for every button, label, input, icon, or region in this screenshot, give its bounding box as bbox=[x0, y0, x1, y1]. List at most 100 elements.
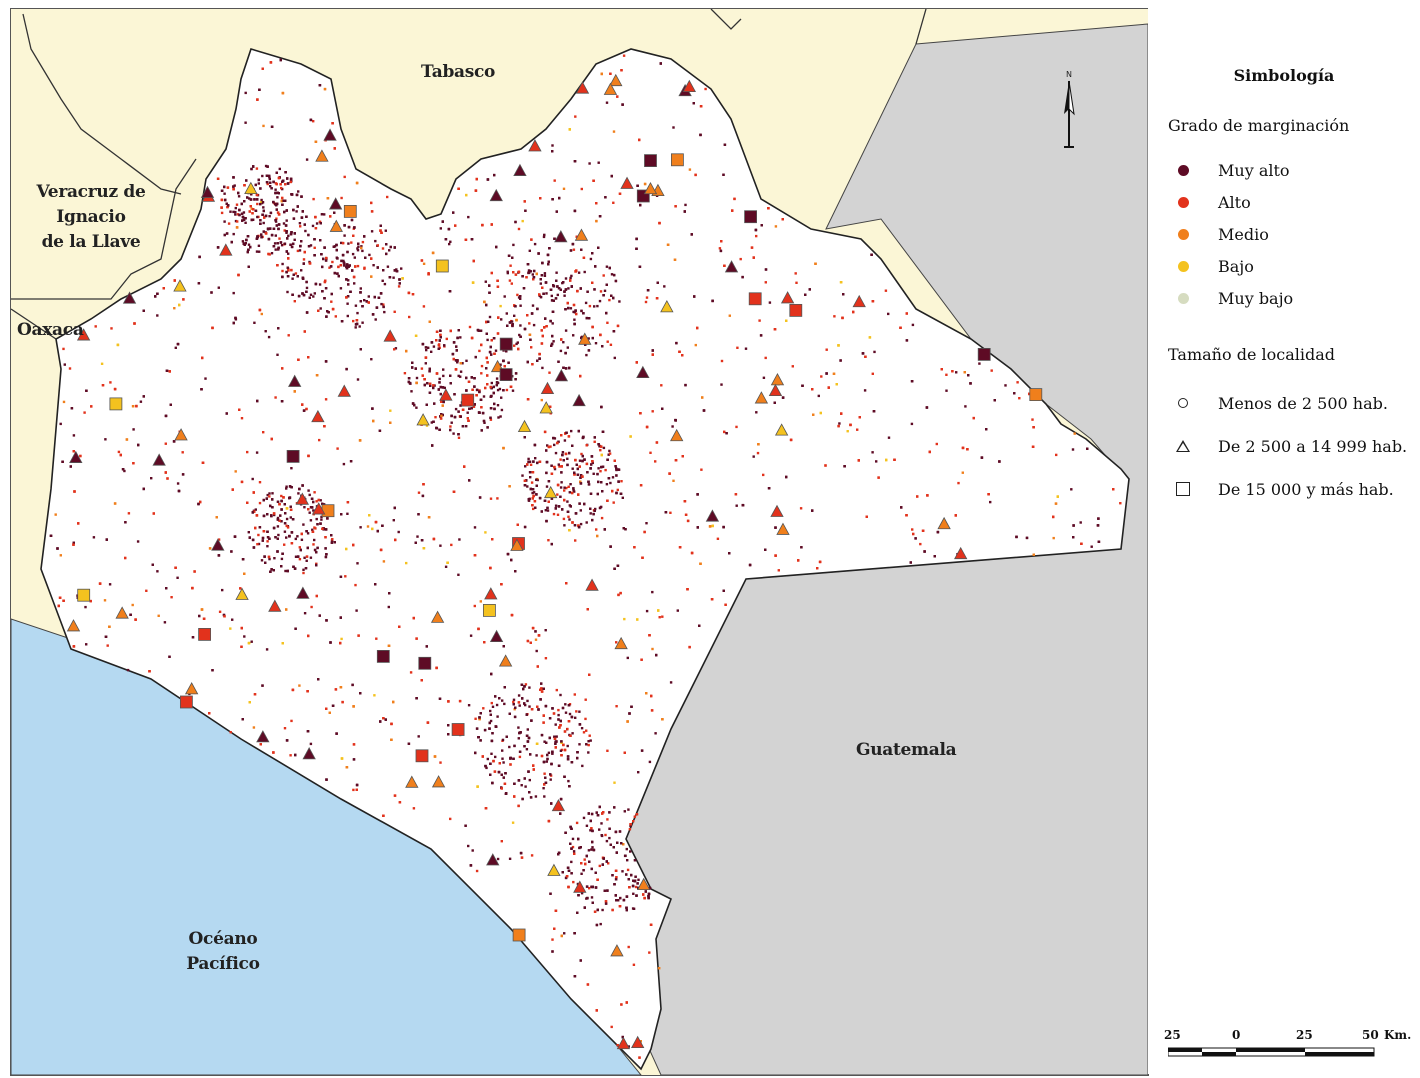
locality-point bbox=[618, 830, 622, 833]
locality-point bbox=[594, 507, 597, 511]
locality-point bbox=[309, 118, 313, 122]
locality-point bbox=[678, 546, 682, 549]
locality-point bbox=[578, 502, 581, 505]
locality-point bbox=[569, 842, 572, 845]
locality-point bbox=[524, 209, 527, 212]
locality-point bbox=[580, 872, 583, 875]
locality-point bbox=[519, 851, 523, 855]
locality-point bbox=[231, 488, 234, 491]
locality-point bbox=[773, 328, 777, 331]
locality-point bbox=[361, 321, 364, 324]
locality-point bbox=[366, 525, 370, 528]
locality-point bbox=[502, 776, 505, 779]
locality-point bbox=[480, 372, 483, 375]
locality-point bbox=[375, 306, 379, 309]
locality-point bbox=[294, 753, 297, 757]
locality-point bbox=[426, 721, 430, 724]
locality-point bbox=[435, 372, 439, 375]
locality-point bbox=[585, 885, 589, 888]
locality-point bbox=[210, 291, 213, 294]
locality-point bbox=[386, 265, 390, 268]
locality-point bbox=[508, 745, 511, 749]
locality-point bbox=[604, 468, 607, 472]
locality-point bbox=[570, 872, 573, 875]
locality-point bbox=[536, 461, 539, 465]
locality-point bbox=[465, 193, 468, 197]
locality-point bbox=[278, 237, 281, 240]
locality-point bbox=[312, 295, 315, 298]
locality-point bbox=[346, 501, 350, 504]
locality-point bbox=[226, 205, 229, 209]
locality-point bbox=[565, 431, 568, 434]
locality-point bbox=[577, 493, 580, 496]
locality-point bbox=[536, 705, 539, 708]
locality-point bbox=[545, 519, 548, 523]
locality-point bbox=[309, 519, 313, 522]
locality-point bbox=[359, 291, 362, 294]
locality-point bbox=[298, 684, 301, 687]
locality-point bbox=[513, 744, 516, 748]
locality-point bbox=[567, 720, 571, 723]
locality-point bbox=[276, 516, 280, 520]
locality-point bbox=[265, 181, 269, 184]
locality-point bbox=[224, 198, 227, 202]
locality-point bbox=[540, 398, 543, 402]
locality-point bbox=[545, 741, 548, 744]
locality-point bbox=[286, 177, 289, 180]
locality-point bbox=[285, 487, 288, 490]
locality-point bbox=[616, 324, 620, 328]
locality-point bbox=[454, 407, 458, 411]
locality-point bbox=[561, 453, 564, 457]
locality-point bbox=[289, 243, 292, 246]
locality-point bbox=[573, 693, 576, 696]
locality-point bbox=[394, 347, 398, 350]
locality-point bbox=[237, 273, 240, 277]
locality-point bbox=[526, 463, 529, 466]
locality-point bbox=[1016, 381, 1019, 384]
locality-point bbox=[368, 253, 371, 257]
locality-point bbox=[622, 54, 626, 57]
locality-point bbox=[223, 185, 226, 189]
locality-point bbox=[254, 526, 257, 530]
locality-point bbox=[340, 513, 343, 516]
locality-point bbox=[645, 609, 649, 613]
locality-point bbox=[606, 818, 609, 821]
locality-point bbox=[573, 524, 577, 527]
locality-point bbox=[535, 493, 538, 496]
locality-point bbox=[473, 604, 476, 608]
locality-point bbox=[318, 220, 322, 224]
locality-point bbox=[503, 782, 507, 785]
locality-point bbox=[839, 281, 843, 284]
locality-point bbox=[503, 702, 506, 706]
locality-point bbox=[591, 252, 594, 255]
locality-point bbox=[178, 303, 181, 307]
locality-point bbox=[567, 704, 571, 707]
locality-point bbox=[570, 429, 573, 433]
locality-point bbox=[693, 295, 696, 298]
locality-point bbox=[762, 473, 765, 477]
locality-point bbox=[439, 544, 442, 547]
locality-point bbox=[600, 72, 603, 76]
locality-point bbox=[372, 419, 375, 423]
locality-point bbox=[381, 247, 385, 250]
locality-point bbox=[605, 283, 608, 286]
locality-point bbox=[631, 884, 635, 888]
locality-point bbox=[620, 480, 623, 483]
locality-point bbox=[576, 289, 579, 293]
locality-point bbox=[289, 177, 293, 181]
locality-point bbox=[339, 616, 342, 619]
locality-point bbox=[566, 866, 570, 869]
locality-point bbox=[290, 245, 294, 249]
locality-point bbox=[573, 318, 576, 321]
locality-point bbox=[724, 603, 727, 606]
locality-point bbox=[500, 408, 504, 412]
locality-point bbox=[540, 510, 543, 513]
locality-point bbox=[432, 384, 435, 387]
locality-point bbox=[103, 599, 107, 602]
locality-point bbox=[465, 389, 468, 392]
locality-point bbox=[568, 491, 571, 494]
locality-point bbox=[625, 1001, 628, 1004]
locality-point bbox=[486, 383, 489, 386]
locality-point bbox=[240, 480, 244, 484]
locality-point bbox=[253, 198, 256, 201]
